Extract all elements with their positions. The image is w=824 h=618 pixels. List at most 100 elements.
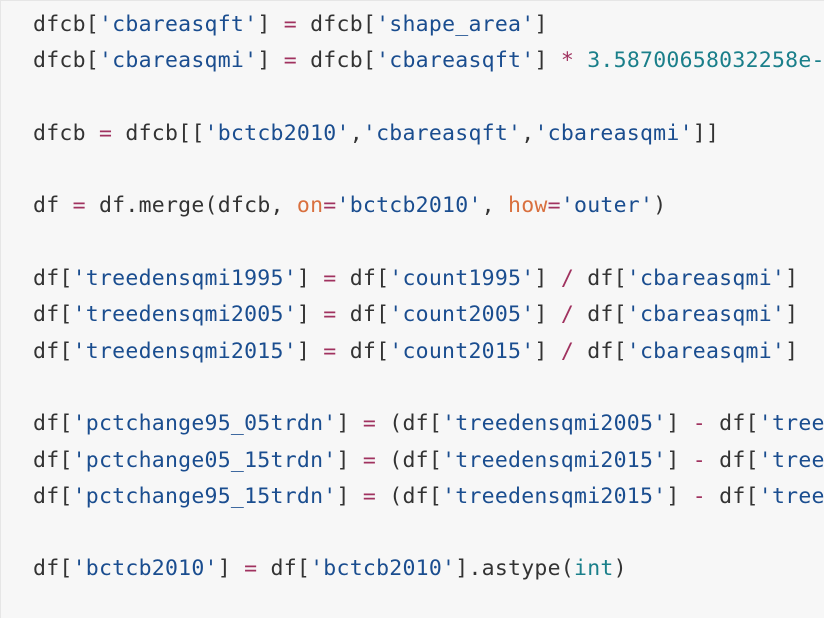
code-token: * [560, 48, 575, 74]
code-token: df[ [33, 556, 73, 582]
code-line [33, 370, 824, 406]
code-token: ] [336, 411, 363, 437]
code-line: df['treedensqmi2015'] = df['count2015'] … [33, 334, 824, 370]
code-token: = [323, 302, 337, 328]
code-token: 'cbareasqmi' [626, 266, 786, 292]
code-token: ] [666, 411, 693, 437]
code-content[interactable]: dfcb['cbareasqft'] = dfcb['shape_area']d… [33, 7, 824, 588]
code-token: ] [785, 266, 799, 292]
code-token: 'treedensqmi2005' [72, 302, 297, 328]
code-token: ] [534, 266, 561, 292]
code-token: (df[ [376, 447, 443, 473]
code-token: 'cbareasqmi' [626, 338, 786, 364]
code-line: df['pctchange95_05trdn'] = (df['treedens… [33, 406, 824, 442]
code-line: df['pctchange05_15trdn'] = (df['treedens… [33, 443, 824, 479]
code-token: 'bctcb2010' [336, 193, 482, 219]
code-token: 'treedensqmi2015' [442, 483, 667, 509]
code-token: - [692, 447, 706, 473]
code-token: int [574, 556, 614, 582]
code-token: ] [336, 447, 363, 473]
code-token: ) [653, 193, 667, 219]
code-token: 'count1995' [389, 266, 535, 292]
code-line [33, 80, 824, 116]
code-token: df[ [574, 302, 627, 328]
code-token: (df[ [376, 411, 443, 437]
code-token: 'pctchange05_15trdn' [72, 447, 337, 473]
code-token: ] [257, 48, 284, 74]
code-line: dfcb = dfcb[['bctcb2010','cbareasqft','c… [33, 116, 824, 152]
code-token: 'tree [758, 447, 824, 473]
code-line: df['treedensqmi2005'] = df['count2005'] … [33, 297, 824, 333]
code-token: ] [534, 302, 561, 328]
code-token: = [244, 556, 258, 582]
code-token: 'treedensqmi1995' [72, 266, 297, 292]
code-token: ] [296, 266, 324, 292]
code-token: dfcb[ [33, 48, 99, 74]
code-line: df = df.merge(dfcb, on='bctcb2010', how=… [33, 188, 824, 224]
code-token: 'bctcb2010' [72, 556, 218, 582]
code-token: ] [534, 338, 561, 364]
code-token: 'cbareasqft' [376, 48, 535, 74]
code-token: df[ [33, 266, 73, 292]
code-line [33, 225, 824, 261]
code-token: 'outer' [560, 193, 654, 219]
code-token: 'count2015' [389, 338, 535, 364]
code-token: , [349, 120, 363, 146]
code-token: on [296, 193, 324, 219]
code-token: 'shape_area' [376, 12, 535, 37]
code-line: df['treedensqmi1995'] = df['count1995'] … [33, 261, 824, 297]
code-line: df['bctcb2010'] = df['bctcb2010'].astype… [33, 551, 824, 587]
code-token: 'count2005' [389, 302, 535, 328]
code-token: df[ [33, 447, 73, 473]
code-token: how [508, 193, 548, 219]
code-token: df[ [336, 266, 390, 292]
code-token: = [547, 193, 561, 219]
code-token: ] [785, 338, 799, 364]
code-token: = [362, 447, 377, 473]
code-token: - [692, 483, 706, 509]
code-token: 'treedensqmi2005' [442, 411, 667, 437]
code-token: 'cbareasqft' [98, 12, 258, 37]
code-token: 'bctcb2010' [204, 120, 350, 146]
code-token: df[ [574, 338, 627, 364]
code-token: 'tree [758, 411, 824, 437]
code-token: 'bctcb2010' [310, 556, 456, 582]
code-token: dfcb[ [296, 12, 377, 37]
code-token: = [323, 338, 337, 364]
code-token: - [692, 411, 706, 437]
code-token: df[ [33, 338, 73, 364]
code-token: = [323, 266, 337, 292]
code-line [33, 515, 824, 551]
code-token: / [560, 302, 575, 328]
code-token [574, 48, 587, 73]
code-token: df[ [336, 338, 390, 364]
code-token: = [283, 48, 297, 74]
code-token: ].astype( [455, 556, 574, 582]
code-token: dfcb[ [33, 12, 99, 37]
code-line: df['pctchange95_15trdn'] = (df['treedens… [33, 479, 824, 515]
code-token: ] [666, 483, 693, 509]
code-token: = [283, 12, 297, 37]
code-token: ]] [692, 120, 720, 146]
code-token: 3.58700658032258e- [587, 48, 824, 74]
code-token: = [323, 193, 337, 219]
code-token: dfcb[ [296, 48, 377, 74]
code-token: ] [296, 302, 324, 328]
code-token: 'cbareasqft' [362, 120, 522, 146]
code-token: 'treedensqmi2015' [72, 338, 297, 364]
code-token: = [362, 411, 377, 437]
code-token: 'pctchange95_15trdn' [72, 483, 337, 509]
code-token: df[ [33, 483, 73, 509]
code-token: df[ [705, 483, 759, 509]
code-token: ) [613, 556, 627, 582]
code-token: 'tree [758, 483, 824, 509]
code-token: ] [336, 483, 363, 509]
code-token: df[ [705, 447, 759, 473]
code-token: 'treedensqmi2015' [442, 447, 667, 473]
code-line: dfcb['cbareasqmi'] = dfcb['cbareasqft'] … [33, 43, 824, 79]
code-token: ] [296, 338, 324, 364]
code-token: = [72, 193, 86, 219]
code-token: df[ [33, 411, 73, 437]
code-token: 'cbareasqmi' [534, 120, 693, 146]
